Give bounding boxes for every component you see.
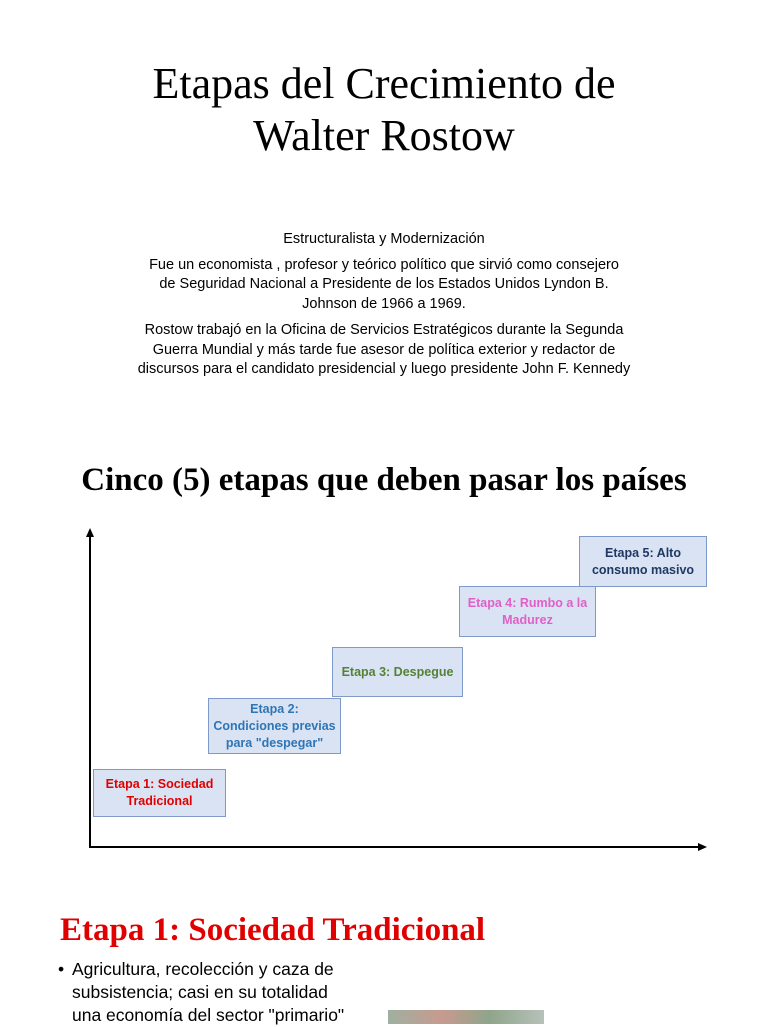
bullet-text-line: subsistencia; casi en su totalidad — [72, 982, 328, 1002]
etapa-1-bullet-list: • Agricultura, recolección y caza de sub… — [58, 958, 398, 1027]
stage-4-label-line: Madurez — [502, 612, 553, 627]
stage-4-box: Etapa 4: Rumbo a la Madurez — [459, 586, 596, 637]
stage-1-box: Etapa 1: Sociedad Tradicional — [93, 769, 226, 817]
stage-2-box: Etapa 2: Condiciones previas para "despe… — [208, 698, 341, 754]
intro-paragraph-1-line: Johnson de 1966 a 1969. — [302, 295, 466, 312]
stage-3-box: Etapa 3: Despegue — [332, 647, 463, 697]
stage-3-label-line: Etapa 3: Despegue — [341, 664, 454, 679]
stage-5-box: Etapa 5: Alto consumo masivo — [579, 536, 707, 587]
intro-paragraph-2-line: discursos para el candidato presidencial… — [137, 361, 631, 377]
intro-paragraph-2-line: Guerra Mundial y más tarde fue asesor de… — [152, 341, 616, 358]
intro-subtitle: Estructuralista y Modernización — [283, 231, 485, 247]
intro-paragraph-2-line: Rostow trabajó en la Oficina de Servicio… — [144, 322, 624, 338]
bullet-text-line: Agricultura, recolección y caza de — [72, 959, 334, 979]
list-item: • Agricultura, recolección y caza de sub… — [58, 958, 398, 1027]
title-line-1: Etapas del Crecimiento de — [152, 59, 616, 108]
bullet-text-line: una economía del sector "primario" — [72, 1005, 345, 1025]
intro-paragraph-2: Rostow trabajó en la Oficina de Servicio… — [90, 321, 678, 380]
stage-4-label-line: Etapa 4: Rumbo a la — [467, 595, 588, 610]
stage-1-label-line: Etapa 1: Sociedad — [105, 777, 214, 791]
intro-text: Estructuralista y Modernización Fue un e… — [90, 230, 678, 387]
stages-section-title: Cinco (5) etapas que deben pasar los paí… — [81, 462, 687, 498]
bullet-icon: • — [58, 959, 65, 979]
diagram-axes — [86, 528, 707, 851]
intro-paragraph-1-line: de Seguridad Nacional a Presidente de lo… — [159, 276, 609, 292]
etapa-1-heading: Etapa 1: Sociedad Tradicional — [60, 912, 486, 948]
stage-2-label-line: Condiciones previas — [213, 718, 336, 733]
page-title: Etapas del Crecimiento de Walter Rostow — [0, 58, 768, 162]
title-line-2: Walter Rostow — [253, 111, 515, 160]
intro-paragraph-1-line: Fue un economista , profesor y teórico p… — [149, 256, 619, 273]
intro-paragraph-1: Fue un economista , profesor y teórico p… — [90, 256, 678, 315]
y-axis-arrowhead — [86, 528, 94, 537]
stage-2-label-line: Etapa 2: — [250, 701, 299, 716]
landscape-photo — [388, 1010, 544, 1024]
stage-5-label-line: consumo masivo — [591, 562, 695, 577]
x-axis-arrowhead — [698, 843, 707, 851]
stage-5-label-line: Etapa 5: Alto — [605, 545, 681, 560]
stage-2-label-line: para "despegar" — [225, 735, 324, 750]
stages-diagram: Etapa 1: Sociedad Tradicional Etapa 2: C… — [0, 520, 768, 860]
stage-1-label-line: Tradicional — [126, 794, 193, 808]
